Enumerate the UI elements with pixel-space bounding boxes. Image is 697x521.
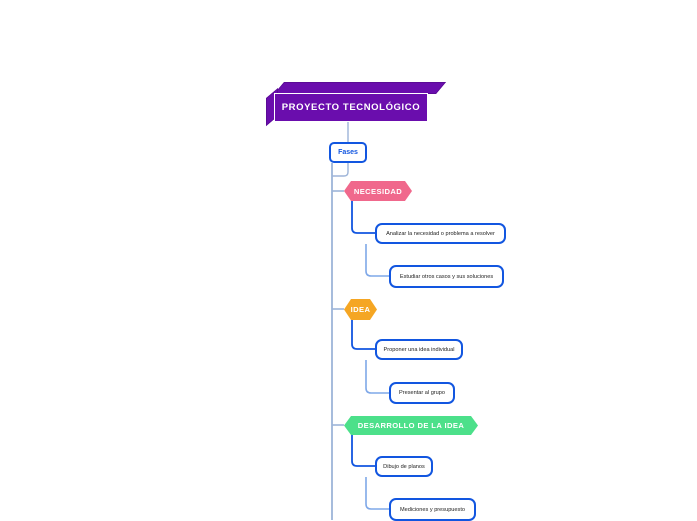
node-fases-label: Fases [338, 149, 358, 156]
root-node-front-face: PROYECTO TECNOLÓGICO [274, 93, 428, 122]
node-presentar-grupo-label: Presentar al grupo [398, 390, 446, 396]
connector-idea-to-proponer [351, 320, 375, 350]
node-analizar-necesidad[interactable]: Analizar la necesidad o problema a resol… [375, 223, 506, 244]
root-node-label: PROYECTO TECNOLÓGICO [281, 102, 421, 113]
connector-analizar-to-estudiar [365, 244, 389, 277]
node-mediciones-presupuesto-label: Mediciones y presupuesto [400, 506, 465, 513]
connector-proponer-to-presentar [365, 360, 389, 394]
connector-fases-to-trunk [332, 163, 349, 177]
node-necesidad[interactable]: NECESIDAD [344, 181, 412, 201]
node-proponer-idea-label: Proponer una idea individual [383, 346, 455, 353]
node-presentar-grupo[interactable]: Presentar al grupo [389, 382, 455, 404]
node-dibujo-planos[interactable]: Dibujo de planos [375, 456, 433, 477]
node-mediciones-presupuesto[interactable]: Mediciones y presupuesto [389, 498, 476, 521]
node-necesidad-label: NECESIDAD [353, 186, 403, 196]
node-analizar-necesidad-label: Analizar la necesidad o problema a resol… [386, 230, 495, 237]
node-dibujo-planos-label: Dibujo de planos [383, 463, 425, 470]
node-estudiar-casos[interactable]: Estudiar otros casos y sus soluciones [389, 265, 504, 288]
node-idea[interactable]: IDEA [344, 299, 377, 320]
connector-dibujo-to-mediciones [365, 477, 389, 510]
connector-desarrollo-to-dibujo [351, 435, 375, 467]
node-idea-label: IDEA [350, 305, 371, 314]
node-estudiar-casos-label: Estudiar otros casos y sus soluciones [399, 273, 494, 280]
node-proponer-idea[interactable]: Proponer una idea individual [375, 339, 463, 360]
node-desarrollo-idea-label: DESARROLLO DE LA IDEA [357, 421, 465, 430]
connector-necesidad-to-analizar [351, 201, 375, 234]
node-desarrollo-idea[interactable]: DESARROLLO DE LA IDEA [344, 416, 478, 435]
node-fases[interactable]: Fases [329, 142, 367, 163]
